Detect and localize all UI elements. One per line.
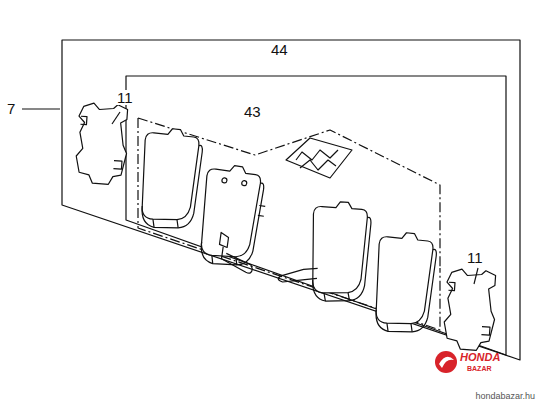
watermark: hondabazar.hu: [474, 392, 536, 401]
callout-number: 43: [243, 104, 262, 119]
logo-text: BAZAR: [466, 365, 493, 372]
callout-number: 7: [6, 101, 16, 116]
callout-number: 11: [466, 250, 484, 265]
logo-text: HONDA: [459, 352, 501, 363]
callout-number: 44: [270, 42, 289, 57]
callout-number: 11: [116, 90, 134, 105]
